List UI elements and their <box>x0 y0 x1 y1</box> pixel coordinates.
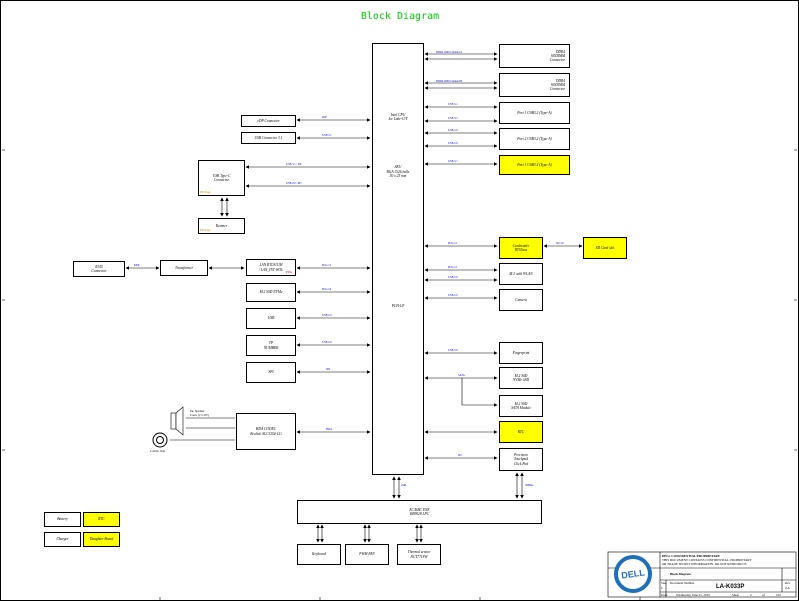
bus-wlan: PCIe x1 <box>448 266 458 269</box>
retimer: Retimer <box>198 218 245 234</box>
spi-flash: SPI <box>246 362 296 383</box>
bus-typec2: USB 2.0 / PD <box>286 182 302 185</box>
bus-ssd-right: SATA <box>458 374 465 377</box>
bus-fingerprint: USB 2.0 <box>448 349 458 352</box>
cpu-sku: SKU <box>394 165 402 170</box>
bus-spi: SPI <box>326 368 331 371</box>
tb-date: Wednesday, June 01, 2019 <box>676 593 710 597</box>
lan-controller: LAN RTL8111H/ LAN_INT WOL <box>246 259 296 276</box>
transformer: Transformer <box>160 260 208 276</box>
dell-logo <box>614 555 652 593</box>
bus-sd: SD 3.0 <box>556 242 564 245</box>
bus-touchpad-ec: SMBus <box>525 484 534 487</box>
tb-of: 102 <box>776 593 781 597</box>
usb-port-3: Port 3 USB3.2 (Type-A) <box>499 155 570 175</box>
bus-usb-a2: USB 3.1 <box>448 117 458 120</box>
tb-sheet-label: Sheet <box>732 593 740 597</box>
confidential-3: OR TRADE SECRET INFORMATION. DO NOT REPR… <box>662 562 748 566</box>
confidential-2: THIS DOCUMENT CONTAINS CONFIDENTIAL, PRO… <box>662 558 752 562</box>
legend-charger-value: Daughter Board <box>83 532 120 547</box>
bus-camera: USB 2.0 <box>448 294 458 297</box>
speaker-label-1: Int. Speaker <box>190 409 205 413</box>
bus-usb-conn: USB 3.1 <box>322 134 332 137</box>
legend-battery: Battery <box>44 512 81 527</box>
cpu-block: Intel CPU Ice Lake-U/Y SKU BGA 1526 ball… <box>372 43 424 475</box>
bus-edp: eDP <box>322 116 327 119</box>
bus-touchpad: I2C <box>458 454 463 457</box>
pwm-fan: PWM FAN <box>345 544 389 565</box>
bus-ssd: PCIe x4 <box>322 288 332 291</box>
tb-rev: 0.A <box>785 586 790 590</box>
bus-usb-a3: USB 2.0 <box>448 142 458 145</box>
bus-typec1: USB 3.1 / DP <box>286 163 302 166</box>
typec-note: PD Page <box>200 190 211 194</box>
retimer-note: PD Page <box>200 228 211 232</box>
cpu-family: Ice Lake-U/Y <box>388 117 408 122</box>
edp-connector: eDP Connector <box>241 115 296 127</box>
confidential-1: DELL CONFIDENTIAL/PROPRIETARY <box>662 554 721 558</box>
cpu-name: Intel CPU <box>390 113 406 117</box>
tb-rev-label: Rev <box>785 581 791 585</box>
bus-dimm1: DDR4 2666 Channel A <box>436 51 463 54</box>
bus-codec: HDA <box>326 428 333 431</box>
tb-size: C <box>661 586 664 590</box>
wlan-module: M.2 with WLAN <box>499 263 543 285</box>
usb-connector: USB Connector 3.1 <box>241 132 296 144</box>
bus-ec-lpc: eSPI <box>401 484 407 487</box>
cpu-package: BGA 1526 balls <box>386 169 410 174</box>
rtc: RTC <box>499 421 543 443</box>
bus-dimm2: DDR4 2666 Channel B <box>436 80 463 83</box>
camera: Camera <box>499 289 543 311</box>
usb-block: USB <box>246 308 296 329</box>
sd-card-slot: SD Card slot <box>583 237 627 259</box>
bus-cardreader: PCIe x1 <box>448 242 458 245</box>
tb-of-label: of <box>762 593 765 597</box>
cpu-pch: PCH-LP <box>391 304 405 309</box>
tb-size-label: Size <box>661 581 667 585</box>
bus-rj45: MDI <box>134 264 140 267</box>
diagram-title: Block Diagram <box>360 11 440 22</box>
tb-date-label: Date: <box>661 593 668 597</box>
tb-title: Block Diagram <box>670 572 691 576</box>
lan-note: PDG <box>286 270 293 274</box>
bus-usb-a2b: USB 2.0 <box>448 129 458 132</box>
usb-port-1: Port 1 USB3.2 (Type-A) <box>499 102 570 124</box>
bus-lan: PCIe x1 <box>322 264 332 267</box>
keyboard: Keyboard <box>297 544 341 565</box>
legend-battery-value: RTC <box>83 512 120 527</box>
bus-usb-a4: USB 3.1 <box>448 160 458 163</box>
legend-charger: Charger <box>44 532 81 547</box>
tb-sheet: 2 <box>750 593 752 597</box>
m2-ssd-nvme: M.2 SSD NVMe <box>246 283 296 302</box>
fingerprint: Fingerprint <box>499 342 543 364</box>
bus-tp: USB 2.0 <box>322 341 332 344</box>
tb-doc-number: LA-K033P <box>716 584 745 590</box>
bus-usb-a1: USB 3.1 <box>448 103 458 106</box>
bus-wlan2: USB 2.0 <box>448 276 458 279</box>
usb-port-2: Port 2 USB3.2 (Type-A) <box>499 128 570 150</box>
speaker-label-2: Conn. (2 x 2W) <box>190 413 209 417</box>
cpu-size: 50 x 25 mm <box>389 173 407 178</box>
combo-jack-label: Combo Jack <box>150 449 165 453</box>
tb-doc-label: Document Number <box>670 581 695 585</box>
bus-usb2: USB 2.0 <box>322 314 332 317</box>
